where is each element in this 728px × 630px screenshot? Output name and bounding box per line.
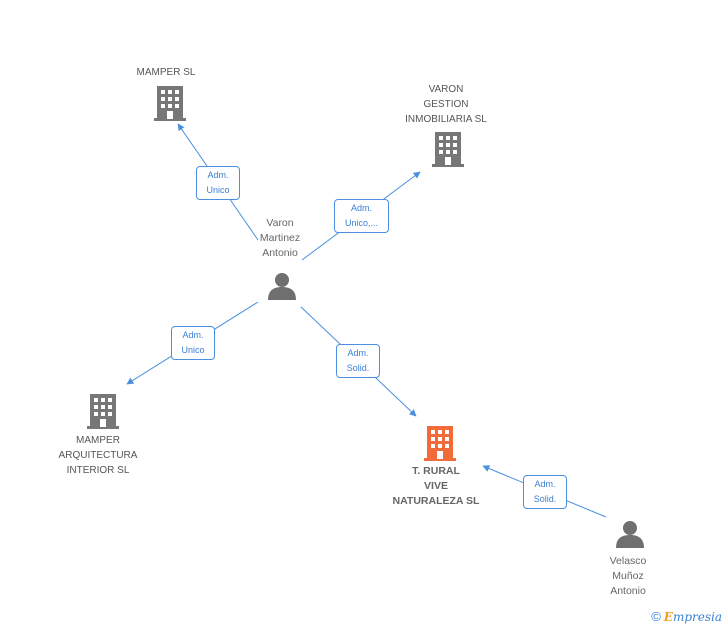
person-name-line: Martinez (259, 232, 301, 244)
edge-label-line: Adm. (182, 330, 204, 340)
company-name-line: VIVE (424, 480, 448, 492)
person-name-line: Antonio (610, 585, 646, 597)
building-icon[interactable] (154, 85, 186, 121)
edge-label-adm-solid-varon[interactable]: Adm. Solid. (336, 344, 380, 378)
company-name-line: ARQUITECTURA (58, 450, 138, 461)
edge-label-line: Solid. (346, 363, 370, 373)
edge-label-adm-unico-varon-gestion[interactable]: Adm. Unico,... (334, 199, 389, 233)
person-label-varon-martinez[interactable]: Varon Martinez Antonio (240, 216, 320, 261)
empresia-brand[interactable]: ©Empresia (651, 609, 722, 624)
building-icon[interactable] (424, 425, 456, 461)
company-name-line: GESTION (423, 99, 469, 110)
edge-label-line: Unico (181, 345, 205, 355)
company-name-line: MAMPER SL (136, 67, 196, 78)
edge-label-line: Unico,... (344, 218, 378, 228)
edge-label-line: Adm. (207, 170, 229, 180)
person-name-line: Muñoz (612, 570, 644, 582)
company-label-mamper-arquitectura[interactable]: MAMPER ARQUITECTURA INTERIOR SL (48, 433, 148, 478)
edge-label-adm-solid-velasco[interactable]: Adm. Solid. (523, 475, 567, 509)
edge-label-adm-unico-mamper-arquitectura[interactable]: Adm. Unico (171, 326, 215, 360)
copyright-symbol: © (651, 609, 661, 624)
company-label-varon-gestion[interactable]: VARON GESTION INMOBILIARIA SL (396, 82, 496, 127)
person-icon[interactable] (615, 519, 645, 549)
company-name-line: NATURALEZA SL (392, 495, 480, 507)
edge-label-line: Adm. (350, 203, 372, 213)
company-name-line: INMOBILIARIA SL (405, 114, 487, 125)
company-name-line: MAMPER (76, 435, 120, 446)
company-name-line: VARON (428, 84, 464, 95)
edge-label-adm-unico-mamper-sl[interactable]: Adm. Unico (196, 166, 240, 200)
person-label-velasco[interactable]: Velasco Muñoz Antonio (588, 554, 668, 599)
brand-initial: E (663, 610, 673, 624)
edge-label-line: Unico (206, 185, 230, 195)
company-label-mamper-sl[interactable]: MAMPER SL (126, 65, 206, 80)
edge-label-line: Adm. (347, 348, 369, 358)
edge-label-line: Solid. (533, 494, 557, 504)
building-icon[interactable] (87, 393, 119, 429)
building-icon[interactable] (432, 131, 464, 167)
brand-name: mpresia (672, 610, 722, 624)
company-name-line: INTERIOR SL (66, 465, 130, 476)
company-name-line: T. RURAL (412, 465, 460, 477)
person-name-line: Velasco (609, 555, 647, 567)
person-icon[interactable] (267, 271, 297, 301)
edge-label-line: Adm. (534, 479, 556, 489)
person-name-line: Varon (266, 217, 294, 229)
person-name-line: Antonio (262, 247, 298, 259)
company-label-t-rural[interactable]: T. RURAL VIVE NATURALEZA SL (381, 464, 491, 509)
